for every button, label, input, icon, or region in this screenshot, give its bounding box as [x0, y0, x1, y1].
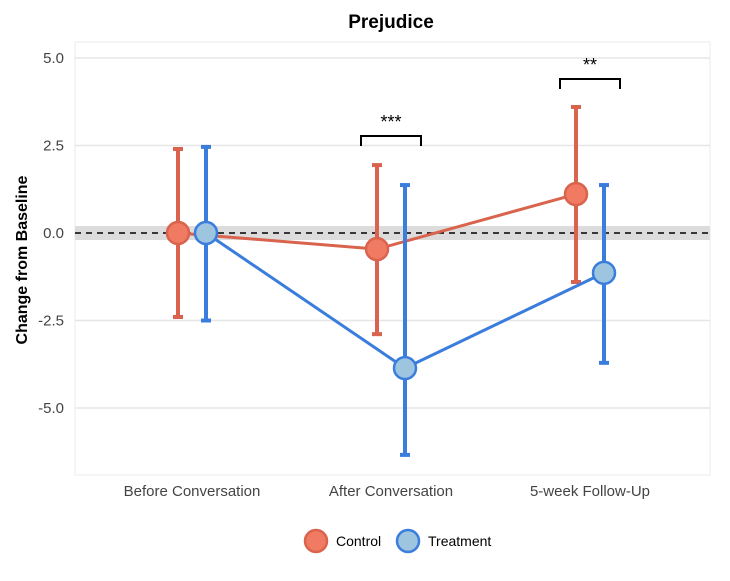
y-tick-label: -5.0 [38, 400, 64, 417]
y-tick-label: 5.0 [43, 50, 64, 67]
y-axis-label: Change from Baseline [14, 175, 31, 344]
significance-bracket [559, 78, 621, 89]
data-point-control [364, 236, 390, 262]
significance-bracket [360, 135, 422, 147]
y-tick-label: -2.5 [38, 313, 64, 330]
data-point-treatment [193, 220, 219, 246]
y-tick-label: 2.5 [43, 138, 64, 155]
x-tick-label: Before Conversation [124, 483, 261, 500]
data-point-treatment [591, 260, 617, 286]
significance-label: *** [380, 112, 401, 132]
x-tick-label: After Conversation [329, 483, 453, 500]
legend-key-control [303, 528, 329, 554]
significance-label: ** [583, 55, 597, 75]
legend-label: Treatment [428, 533, 491, 549]
legend-label: Control [336, 533, 381, 549]
legend-key-treatment [395, 528, 421, 554]
x-tick-label: 5-week Follow-Up [530, 483, 650, 500]
chart-title: Prejudice [348, 12, 434, 33]
data-point-control [165, 220, 191, 246]
data-point-treatment [392, 355, 418, 381]
plot-panel [74, 41, 711, 476]
y-tick-label: 0.0 [43, 225, 64, 242]
data-point-control [563, 181, 589, 207]
